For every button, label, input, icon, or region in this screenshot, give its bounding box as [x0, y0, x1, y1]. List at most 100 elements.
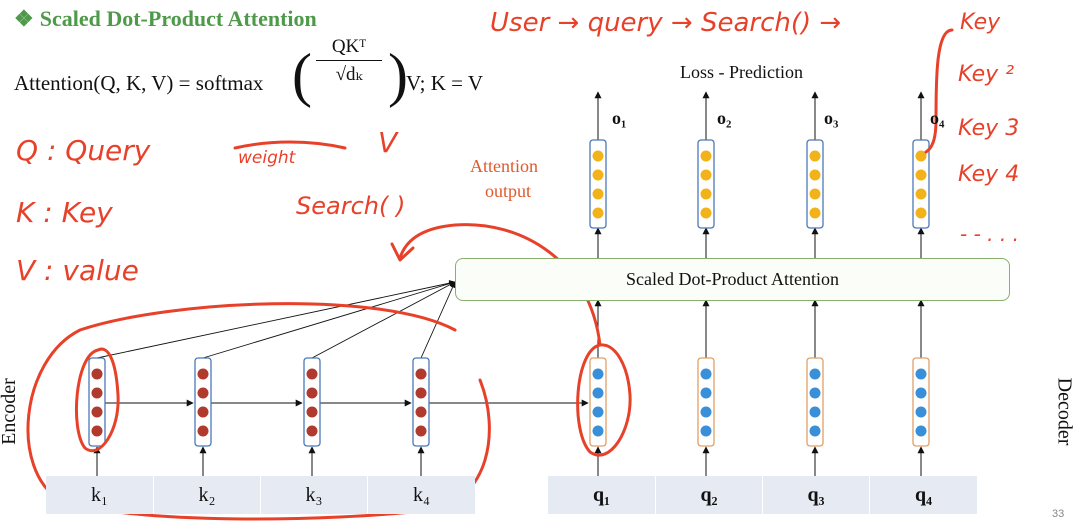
- output-cell-3-dot-4: [809, 207, 821, 219]
- decoder-cell-4-dot-2: [915, 387, 927, 399]
- encoder-cell-2: [194, 357, 212, 447]
- encoder-to-attention-arrow-3: [311, 281, 456, 359]
- output-cell-3-dot-3: [809, 188, 821, 200]
- encoder-cell-3: [303, 357, 321, 447]
- formula-fraction: QKᵀ √dₖ: [310, 36, 388, 86]
- attention-output-label-line2: output: [485, 181, 532, 201]
- output-cell-1-dot-4: [592, 207, 604, 219]
- encoder-cell-4-dot-3: [415, 406, 427, 418]
- output-cell-2-dot-2: [700, 169, 712, 181]
- handwriting-q-query: Q : Query: [16, 134, 151, 167]
- output-cell-2-frame: [697, 139, 715, 229]
- encoder-cell-3-dot-4: [306, 425, 318, 437]
- encoder-cell-2-frame: [194, 357, 212, 447]
- encoder-cell-1-dot-1: [91, 368, 103, 380]
- output-cell-1-frame: [589, 139, 607, 229]
- scaled-dot-product-attention-box: Scaled Dot-Product Attention: [455, 258, 1010, 301]
- encoder-cell-1-frame: [88, 357, 106, 447]
- decoder-cell-1-frame: [589, 357, 607, 447]
- formula-lhs: Attention(Q, K, V) = softmax: [14, 71, 264, 95]
- attention-output-label-line1: Attention: [470, 156, 538, 176]
- encoder-token-4: k₄: [368, 476, 475, 514]
- decoder-cell-1-dot-3: [592, 406, 604, 418]
- formula-numerator: QKᵀ: [331, 36, 367, 57]
- output-cell-4-dot-4: [915, 207, 927, 219]
- output-label-2: o₂: [717, 108, 732, 128]
- decoder-cell-2-dot-2: [700, 387, 712, 399]
- key-bracket-annotation: [924, 28, 954, 154]
- formula-denominator: √dₖ: [335, 64, 363, 85]
- decoder-cell-3-dot-4: [809, 425, 821, 437]
- decoder-cell-3-frame: [806, 357, 824, 447]
- output-label-4: o₄: [930, 108, 945, 128]
- decoder-label: Decoder: [1053, 377, 1076, 446]
- decoder-cell-3-dot-1: [809, 368, 821, 380]
- output-cell-1-dot-3: [592, 188, 604, 200]
- decoder-cell-3-dot-2: [809, 387, 821, 399]
- handwriting-flow: User → query → Search() →: [490, 8, 842, 38]
- encoder-to-attention-arrow-4: [420, 281, 456, 359]
- decoder-cell-4: [912, 357, 930, 447]
- right-paren: ): [388, 42, 408, 108]
- encoder-cell-3-dot-1: [306, 368, 318, 380]
- output-label-3: o₃: [824, 108, 839, 128]
- encoder-token-3: k₃: [261, 476, 367, 514]
- encoder-label: Encoder: [0, 378, 20, 445]
- encoder-cell-3-dot-3: [306, 406, 318, 418]
- decoder-cell-2: [697, 357, 715, 447]
- output-cell-3-dot-2: [809, 169, 821, 181]
- encoder-to-attention-arrow-2: [202, 280, 456, 359]
- handwriting-weight: weight: [238, 148, 296, 168]
- left-paren: (: [292, 42, 312, 108]
- encoder-cell-1-dot-4: [91, 425, 103, 437]
- handwriting-key-4: Key 4: [958, 162, 1020, 187]
- decoder-cell-1-dot-1: [592, 368, 604, 380]
- handwriting-key-3: Key 3: [958, 116, 1020, 141]
- encoder-cell-3-dot-2: [306, 387, 318, 399]
- fraction-bar: [316, 60, 382, 61]
- encoder-cell-2-dot-3: [197, 406, 209, 418]
- encoder-cell-2-dot-4: [197, 425, 209, 437]
- decoder-cell-1-dot-4: [592, 425, 604, 437]
- handwriting-v-mark: V: [378, 126, 398, 159]
- title-text: Scaled Dot-Product Attention: [39, 6, 317, 31]
- encoder-cell-4: [412, 357, 430, 447]
- decoder-cell-4-dot-3: [915, 406, 927, 418]
- decoder-cell-2-dot-4: [700, 425, 712, 437]
- decoder-cell-4-dot-4: [915, 425, 927, 437]
- decoder-token-4: q₄: [870, 476, 977, 514]
- encoder-cell-4-dot-1: [415, 368, 427, 380]
- handwriting-key-2: Key ²: [958, 62, 1015, 87]
- output-label-1: o₁: [612, 108, 627, 128]
- decoder-cell-4-dot-1: [915, 368, 927, 380]
- decoder-token-2: q₂: [656, 476, 762, 514]
- decoder-cell-3-dot-3: [809, 406, 821, 418]
- output-cell-3: [806, 139, 824, 229]
- encoder-cell-3-frame: [303, 357, 321, 447]
- output-cell-3-dot-1: [809, 150, 821, 162]
- output-cell-4-dot-1: [915, 150, 927, 162]
- formula-tail: V; K = V: [406, 71, 483, 95]
- attention-box-label: Scaled Dot-Product Attention: [626, 269, 839, 289]
- output-cell-1-dot-1: [592, 150, 604, 162]
- key-underline-annotation: [233, 140, 347, 150]
- encoder-cell-1: [88, 357, 106, 447]
- encoder-cell-2-dot-2: [197, 387, 209, 399]
- page-number: 33: [1052, 508, 1065, 520]
- output-cell-3-frame: [806, 139, 824, 229]
- decoder-token-3: q₃: [763, 476, 869, 514]
- loss-prediction-label: Loss - Prediction: [680, 62, 803, 82]
- encoder-cell-4-dot-2: [415, 387, 427, 399]
- output-cell-4-dot-2: [915, 169, 927, 181]
- decoder-cell-2-frame: [697, 357, 715, 447]
- decoder-cell-2-dot-1: [700, 368, 712, 380]
- output-cell-2-dot-4: [700, 207, 712, 219]
- decoder-cell-1-dot-2: [592, 387, 604, 399]
- handwriting-key-1: Key: [960, 10, 1001, 35]
- bullet-icon: ❖: [14, 6, 34, 31]
- encoder-cell-1-dot-2: [91, 387, 103, 399]
- encoder-token-2: k₂: [154, 476, 260, 514]
- search-arrowhead-annotation: [390, 242, 415, 262]
- q1-circle-annotation: [576, 343, 632, 457]
